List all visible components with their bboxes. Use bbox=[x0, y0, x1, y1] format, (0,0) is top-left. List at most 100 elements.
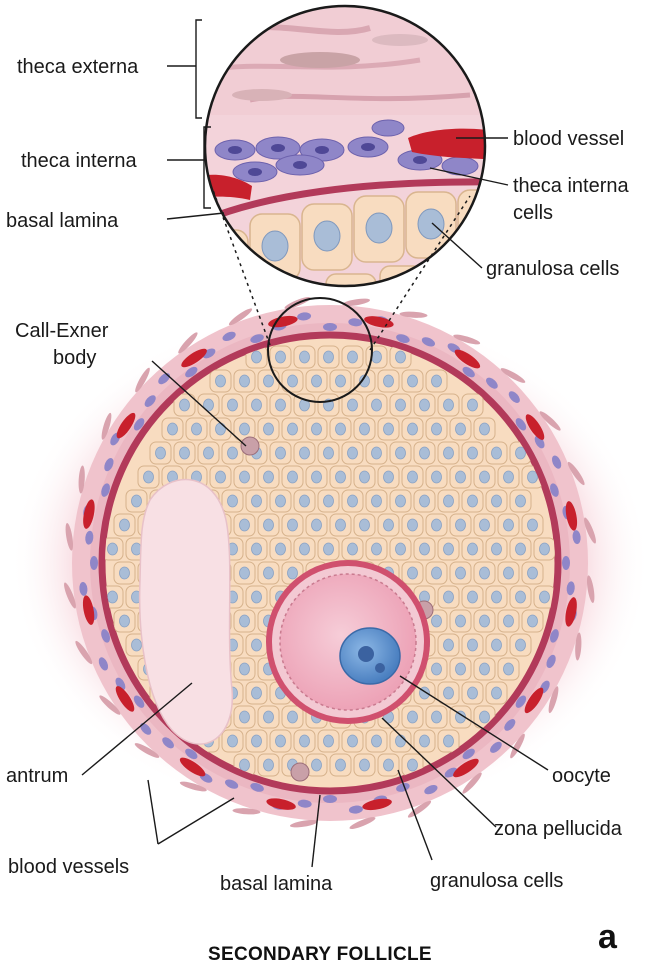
granulosa-nucleus bbox=[216, 375, 226, 387]
granulosa-nucleus bbox=[240, 759, 250, 771]
granulosa-nucleus bbox=[240, 375, 250, 387]
granulosa-nucleus bbox=[372, 543, 382, 555]
granulosa-nucleus bbox=[300, 543, 310, 555]
granulosa-nucleus bbox=[492, 687, 502, 699]
granulosa-nucleus bbox=[504, 663, 514, 675]
granulosa-nucleus bbox=[252, 591, 262, 603]
granulosa-nucleus bbox=[492, 447, 502, 459]
granulosa-nucleus bbox=[456, 423, 466, 435]
granulosa-nucleus bbox=[276, 543, 286, 555]
granulosa-nucleus bbox=[408, 375, 418, 387]
granulosa-nucleus bbox=[504, 567, 514, 579]
granulosa-nucleus bbox=[156, 447, 166, 459]
granulosa-nucleus bbox=[396, 399, 406, 411]
granulosa-nucleus bbox=[444, 495, 454, 507]
granulosa-nucleus bbox=[312, 759, 322, 771]
label-basal-lamina-top: basal lamina bbox=[6, 210, 119, 232]
granulosa-nucleus bbox=[288, 711, 298, 723]
granulosa-nucleus bbox=[396, 447, 406, 459]
granulosa-nucleus bbox=[348, 447, 358, 459]
granulosa-nucleus bbox=[516, 591, 526, 603]
granulosa-nucleus bbox=[468, 399, 478, 411]
granulosa-nucleus bbox=[420, 399, 430, 411]
granulosa-nucleus bbox=[300, 447, 310, 459]
granulosa-nucleus bbox=[276, 399, 286, 411]
granulosa-nucleus bbox=[456, 471, 466, 483]
granulosa-nucleus bbox=[252, 351, 262, 363]
label-zona-pellucida: zona pellucida bbox=[494, 818, 623, 840]
granulosa-nucleus bbox=[444, 639, 454, 651]
granulosa-nucleus bbox=[528, 567, 538, 579]
granulosa-nucleus bbox=[528, 615, 538, 627]
granulosa-nucleus bbox=[228, 495, 238, 507]
granulosa-nucleus bbox=[468, 447, 478, 459]
granulosa-nucleus bbox=[408, 711, 418, 723]
granulosa-nucleus bbox=[336, 423, 346, 435]
granulosa-nucleus bbox=[276, 447, 286, 459]
label-antrum: antrum bbox=[6, 765, 68, 787]
granulosa-nucleus bbox=[276, 735, 286, 747]
granulosa-nucleus bbox=[444, 543, 454, 555]
granulosa-nucleus bbox=[240, 663, 250, 675]
granulosa-nucleus bbox=[348, 399, 358, 411]
granulosa-nucleus bbox=[480, 519, 490, 531]
granulosa-nucleus bbox=[336, 471, 346, 483]
granulosa-nucleus bbox=[408, 567, 418, 579]
call-exner-body bbox=[291, 763, 309, 781]
theca-interna-cell bbox=[90, 556, 98, 570]
granulosa-nucleus bbox=[288, 423, 298, 435]
granulosa-nucleus bbox=[300, 735, 310, 747]
granulosa-nucleus bbox=[252, 495, 262, 507]
granulosa-nucleus bbox=[444, 399, 454, 411]
granulosa-nucleus bbox=[336, 759, 346, 771]
granulosa-nucleus bbox=[288, 471, 298, 483]
granulosa-nucleus bbox=[384, 423, 394, 435]
label-call-exner-1: Call-Exner bbox=[15, 320, 109, 342]
label-theca-interna: theca interna bbox=[21, 150, 138, 172]
granulosa-nucleus bbox=[468, 495, 478, 507]
granulosa-nucleus bbox=[456, 519, 466, 531]
follicle bbox=[10, 295, 650, 831]
granulosa-nucleus bbox=[348, 351, 358, 363]
granulosa-nucleus bbox=[228, 399, 238, 411]
granulosa-nucleus bbox=[240, 567, 250, 579]
granulosa-nucleus bbox=[240, 519, 250, 531]
granulosa-nucleus bbox=[516, 639, 526, 651]
granulosa-nucleus bbox=[228, 447, 238, 459]
granulosa-nucleus bbox=[252, 639, 262, 651]
granulosa-nucleus bbox=[180, 447, 190, 459]
granulosa-nucleus bbox=[444, 735, 454, 747]
granulosa-nucleus bbox=[504, 615, 514, 627]
granulosa-nucleus bbox=[384, 375, 394, 387]
granulosa-nucleus bbox=[516, 543, 526, 555]
granulosa-nucleus bbox=[336, 519, 346, 531]
granulosa-nucleus bbox=[360, 423, 370, 435]
granulosa-nucleus bbox=[108, 543, 118, 555]
granulosa-nucleus bbox=[540, 543, 550, 555]
label-call-exner-2: body bbox=[53, 347, 96, 369]
granulosa-nucleus bbox=[408, 471, 418, 483]
granulosa-nucleus bbox=[516, 495, 526, 507]
granulosa-nucleus bbox=[264, 519, 274, 531]
granulosa-nucleus bbox=[528, 471, 538, 483]
granulosa-nucleus bbox=[408, 519, 418, 531]
granulosa-nucleus bbox=[492, 591, 502, 603]
granulosa-nucleus bbox=[480, 711, 490, 723]
theca-externa-fiber bbox=[289, 818, 318, 828]
granulosa-nucleus bbox=[264, 375, 274, 387]
granulosa-nucleus bbox=[432, 711, 442, 723]
granulosa-nucleus bbox=[480, 423, 490, 435]
theca-interna-cell bbox=[562, 556, 570, 570]
granulosa-nucleus bbox=[228, 735, 238, 747]
granulosa-nucleus bbox=[372, 399, 382, 411]
granulosa-nucleus bbox=[396, 495, 406, 507]
granulosa-nucleus bbox=[372, 495, 382, 507]
granulosa-nucleus bbox=[504, 519, 514, 531]
granulosa-nucleus bbox=[312, 423, 322, 435]
granulosa-nucleus bbox=[300, 495, 310, 507]
granulosa-nucleus bbox=[492, 495, 502, 507]
granulosa-nucleus bbox=[264, 471, 274, 483]
granulosa-nucleus bbox=[324, 543, 334, 555]
granulosa-nucleus bbox=[444, 591, 454, 603]
